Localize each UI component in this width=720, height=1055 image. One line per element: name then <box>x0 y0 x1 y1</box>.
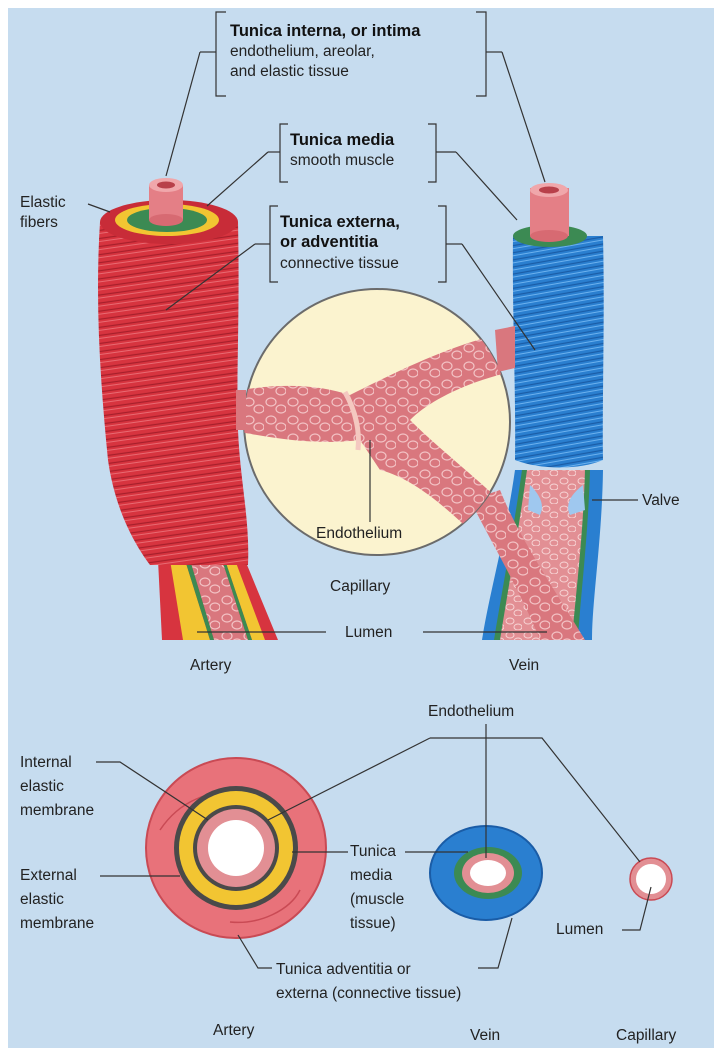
capillary-magnifier <box>230 289 520 560</box>
label-external-elastic-1: External <box>20 866 77 885</box>
label-tunica-media-bottom-3: (muscle <box>350 890 404 909</box>
label-internal-elastic-3: membrane <box>20 801 94 820</box>
label-tunica-media-title: Tunica media <box>290 131 394 150</box>
label-tunica-media-bottom-1: Tunica <box>350 842 396 861</box>
label-internal-elastic-2: elastic <box>20 777 64 796</box>
label-vein-top: Vein <box>509 656 539 675</box>
label-tunica-media-bottom-2: media <box>350 866 392 885</box>
artery-cross-section <box>146 758 326 938</box>
label-endothelium-top: Endothelium <box>316 524 402 543</box>
label-elastic-fibers-2: fibers <box>20 213 58 232</box>
capillary-cross-section <box>630 858 672 900</box>
label-external-elastic-2: elastic <box>20 890 64 909</box>
label-tunica-externa-title-2: or adventitia <box>280 233 378 252</box>
label-vein-bottom: Vein <box>470 1026 500 1045</box>
label-adventitia-1: Tunica adventitia or <box>276 960 411 979</box>
label-tunica-interna-desc-1: endothelium, areolar, <box>230 42 375 61</box>
label-adventitia-2: externa (connective tissue) <box>276 984 461 1003</box>
label-valve: Valve <box>642 491 680 510</box>
label-tunica-interna-desc-2: and elastic tissue <box>230 62 349 81</box>
label-tunica-externa-desc: connective tissue <box>280 254 399 273</box>
label-internal-elastic-1: Internal <box>20 753 72 772</box>
label-external-elastic-3: membrane <box>20 914 94 933</box>
label-tunica-interna-title: Tunica interna, or intima <box>230 22 420 41</box>
label-tunica-externa-title-1: Tunica externa, <box>280 213 400 232</box>
label-capillary-bottom: Capillary <box>616 1026 676 1045</box>
label-endothelium-bottom: Endothelium <box>428 702 514 721</box>
label-lumen-top: Lumen <box>345 623 392 642</box>
label-tunica-media-desc: smooth muscle <box>290 151 394 170</box>
label-capillary-top: Capillary <box>330 577 390 596</box>
label-elastic-fibers-1: Elastic <box>20 193 66 212</box>
label-artery-top: Artery <box>190 656 231 675</box>
label-lumen-bottom: Lumen <box>556 920 603 939</box>
label-tunica-media-bottom-4: tissue) <box>350 914 396 933</box>
label-artery-bottom: Artery <box>213 1021 254 1040</box>
